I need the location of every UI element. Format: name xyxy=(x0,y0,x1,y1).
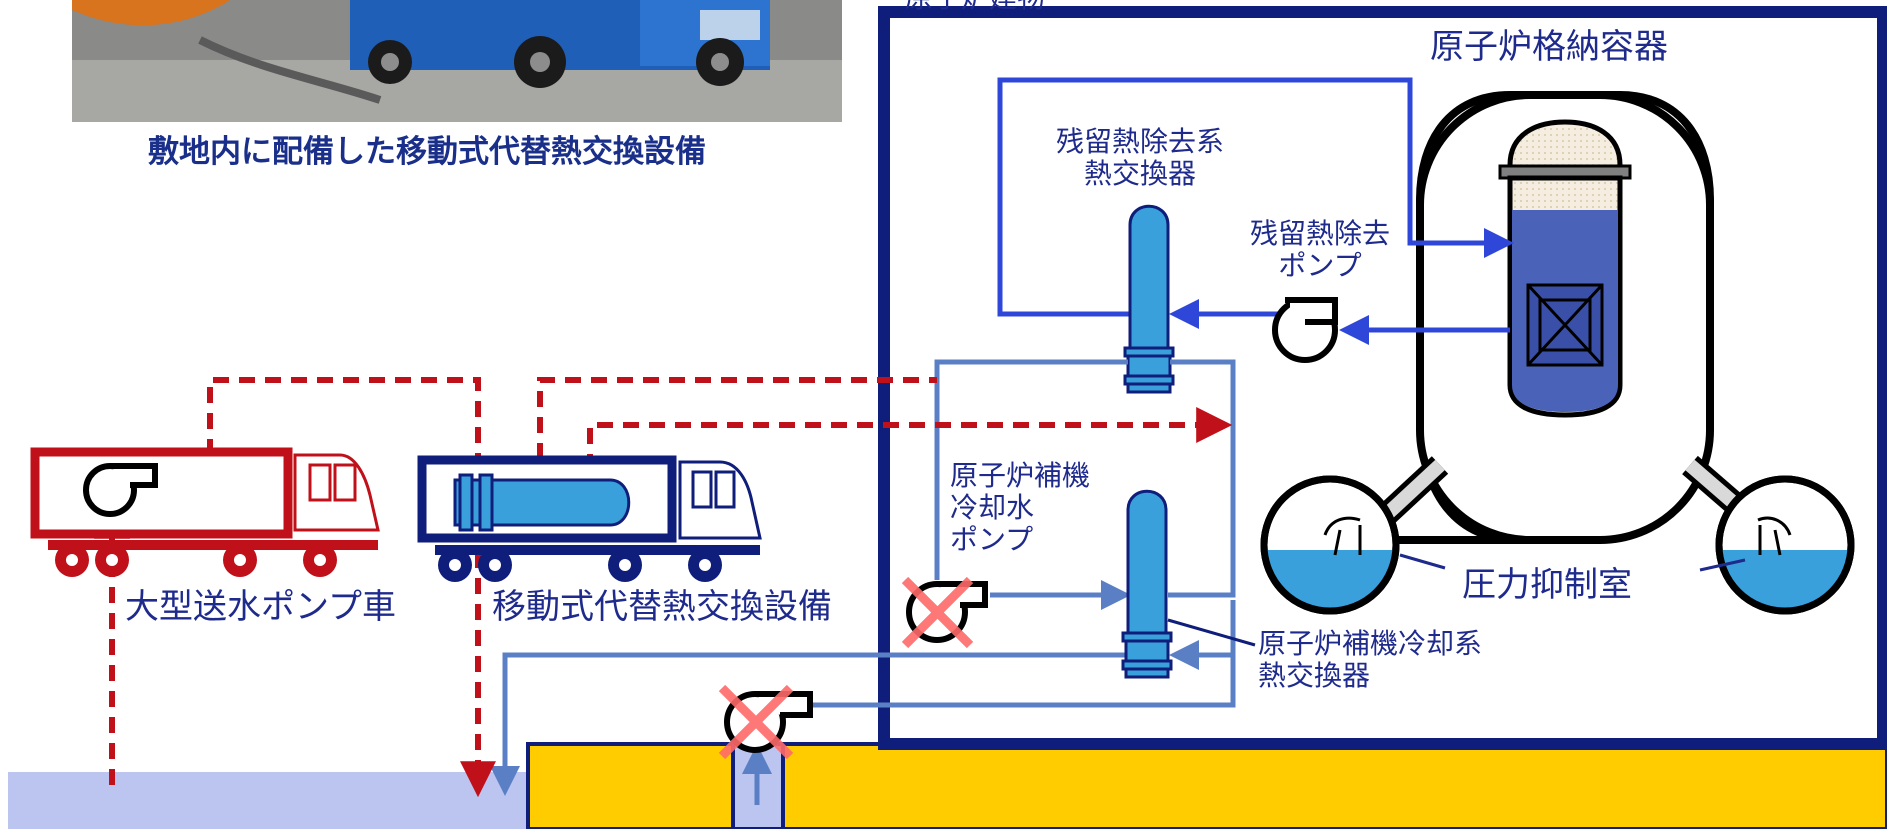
reactor-pressure-vessel xyxy=(1498,119,1632,418)
containment-vessel-label: 原子炉格納容器 xyxy=(1430,27,1668,67)
rhr-loop xyxy=(997,77,1514,345)
rccw-hx-leader xyxy=(1167,618,1256,647)
suppression-leader-left xyxy=(1399,553,1446,570)
suppression-chamber-label: 圧力抑制室 xyxy=(1462,565,1632,605)
seawater-pump-failed-mark xyxy=(718,684,794,760)
alternate-cooling-lines xyxy=(94,377,1233,798)
mobile-hx-photo xyxy=(72,0,842,122)
rccw-pump-failed-mark xyxy=(901,576,974,649)
seawater-area xyxy=(8,772,528,829)
rhr-pump-label: 残留熱除去 ポンプ xyxy=(1249,217,1390,283)
rccw-heat-exchanger-icon xyxy=(1121,489,1173,679)
mobile-hx-truck-icon xyxy=(417,455,762,582)
rhr-hx-label: 残留熱除去系 熱交換器 xyxy=(1055,125,1224,191)
rccw-loop xyxy=(490,359,1236,805)
pump-truck-label: 大型送水ポンプ車 xyxy=(125,587,396,627)
suppression-leader-right xyxy=(1699,558,1746,572)
mobile-hx-label: 移動式代替熱交換設備 xyxy=(492,587,832,627)
pump-truck-icon xyxy=(30,447,380,577)
photo-caption: 敷地内に配備した移動式代替熱交換設備 xyxy=(148,134,706,170)
suppression-chamber-left xyxy=(1260,475,1400,615)
rhr-heat-exchanger-icon xyxy=(1123,204,1175,394)
suppression-chamber-right xyxy=(1715,475,1855,615)
building-title: 原子炉建物 xyxy=(905,0,1045,14)
rhr-pump-icon xyxy=(1272,297,1338,363)
rccw-hx-label: 原子炉補機冷却系 熱交換器 xyxy=(1258,627,1483,693)
rccw-pump-label: 原子炉補機 冷却水 ポンプ xyxy=(950,459,1091,557)
